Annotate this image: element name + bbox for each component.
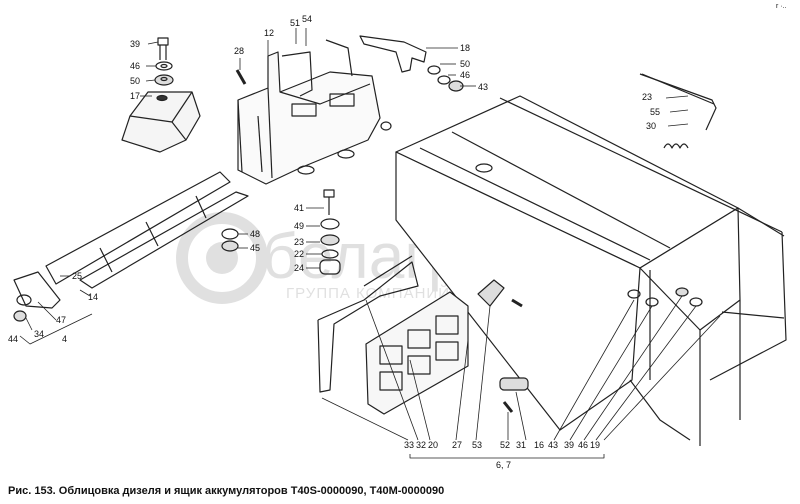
callout-22: 22 [294,249,304,259]
bottom-callout-53: 53 [472,440,482,450]
callout-24: 24 [294,263,304,273]
callout-47: 47 [56,315,66,325]
bottom-callout-27: 27 [452,440,462,450]
mounting-frame-12 [237,39,392,185]
callout-28: 28 [234,46,244,56]
bolt-39 [157,37,169,60]
clip-31 [499,377,529,391]
cushion-24 [319,259,341,275]
washer-48 [221,228,239,240]
pin-52 [502,298,523,413]
callout-43: 43 [478,82,488,92]
bottom-callout-39: 39 [564,440,574,450]
callout-51: 51 [290,18,300,28]
pin-28 [235,69,247,85]
nut-45 [221,240,239,252]
washer-49 [320,218,340,230]
callout-45: 45 [250,243,260,253]
callout-34: 34 [34,329,44,339]
callout-25: 25 [72,271,82,281]
callout-14: 14 [88,292,98,302]
box-fasteners [627,287,703,307]
callout-labels: 39 46 50 17 28 12 51 54 18 50 46 43 23 5… [8,14,660,344]
figure-caption: Рис. 153. Облицовка дизеля и ящик аккуму… [8,485,445,497]
callout-4: 4 [62,334,67,344]
bottom-callout-20: 20 [428,440,438,450]
callout-30: 30 [646,121,656,131]
bolt-41 [323,189,335,215]
latch-27 [477,279,505,307]
bottom-callout-31: 31 [516,440,526,450]
bottom-callout-43: 43 [548,440,558,450]
callout-44: 44 [8,334,18,344]
callout-39: 39 [130,39,140,49]
hinge-25 [13,271,61,309]
battery-box-housing [395,95,787,446]
cover-panel-20 [365,291,469,415]
bottom-callout-33: 33 [404,440,414,450]
watermark-subtitle: ГРУППА КОМПАНИЙ [286,284,450,302]
group-label: 6, 7 [496,460,511,470]
gasket-frame-33 [317,255,419,393]
callout-48: 48 [250,229,260,239]
washer-46 [155,61,173,71]
bushing-23 [320,234,340,246]
callout-50-right: 50 [460,59,470,69]
bottom-callout-19: 19 [590,440,600,450]
cap-47 [13,310,27,322]
spring-30 [663,143,689,149]
callout-41: 41 [294,203,304,213]
bracket-18 [359,35,427,73]
callout-49: 49 [294,221,304,231]
nut-50 [154,74,174,86]
bottom-callout-16: 16 [534,440,544,450]
washer-50-right [427,65,441,75]
callout-18: 18 [460,43,470,53]
washer-46-right [437,75,451,85]
leader-lines [19,28,721,459]
callout-55: 55 [650,107,660,117]
callout-46-right: 46 [460,70,470,80]
callout-23-rod: 23 [642,92,652,102]
callout-50: 50 [130,76,140,86]
rail-14 [45,171,249,289]
callout-12: 12 [264,28,274,38]
bottom-callout-46: 46 [578,440,588,450]
callout-17: 17 [130,91,140,101]
callout-46: 46 [130,61,140,71]
top-right-mark: r ·.. [776,3,787,10]
rod-23 [639,73,717,131]
bracket-17 [121,91,201,153]
callout-54: 54 [302,14,312,24]
bottom-callout-52: 52 [500,440,510,450]
callout-23-bushing: 23 [294,237,304,247]
bottom-callout-32: 32 [416,440,426,450]
